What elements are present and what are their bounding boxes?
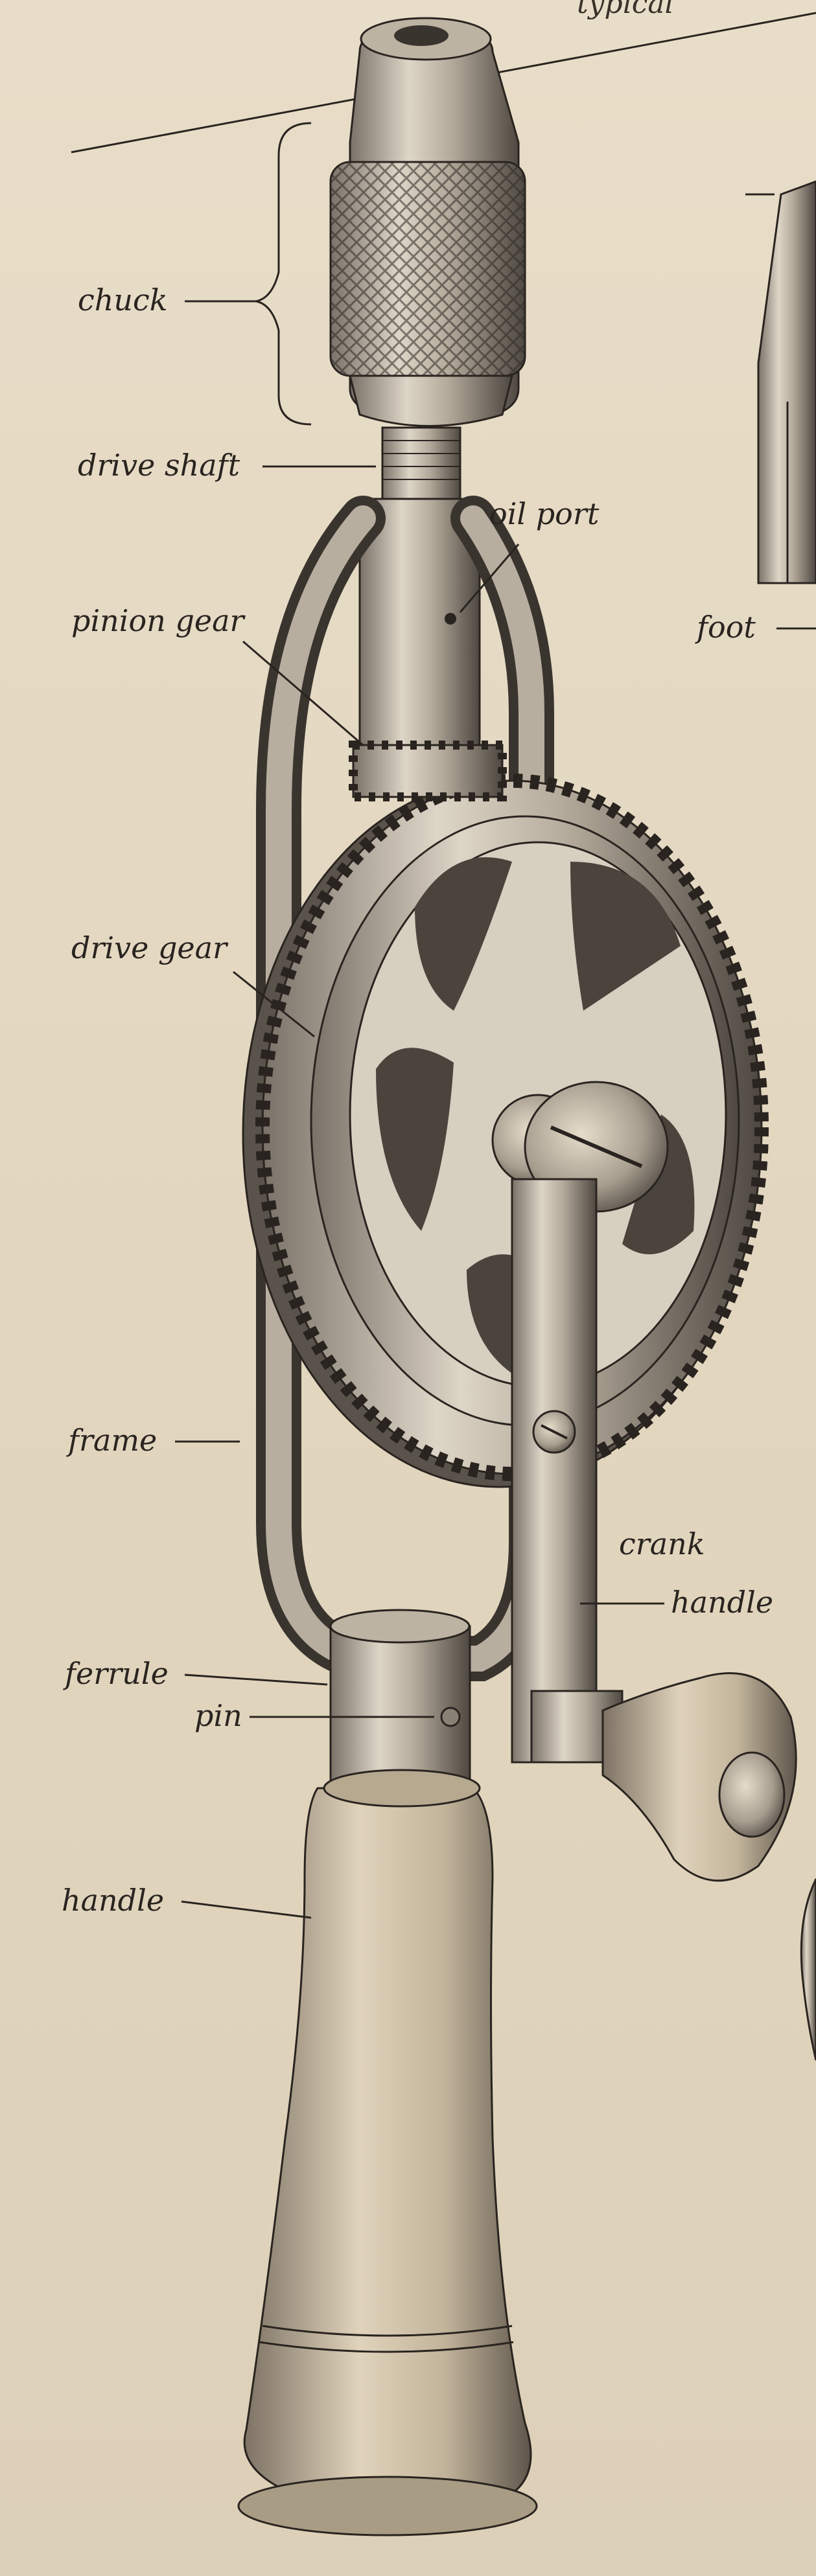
label-frame: frame (68, 1423, 157, 1458)
ferrule-leader (184, 1673, 328, 1686)
chuck-bracket (255, 122, 312, 426)
label-crank: crank (619, 1526, 705, 1561)
ferrule-drawing (329, 1609, 471, 1783)
leader-lines (175, 122, 816, 1919)
chuck-drawing (329, 17, 526, 427)
handle-leader (181, 1900, 312, 1919)
label-drive-gear: drive gear (71, 930, 227, 965)
drive-shaft-drawing (358, 426, 481, 759)
label-ferrule: ferrule (65, 1656, 169, 1691)
handle-drawing (237, 1769, 538, 2536)
label-oil-port: oil port (489, 496, 600, 531)
label-crank-handle: handle (671, 1585, 774, 1620)
header-partial-text: typical (577, 0, 674, 20)
label-pinion-gear: pinion gear (71, 603, 244, 638)
crank-drawing (511, 1081, 669, 1764)
label-chuck: chuck (78, 282, 168, 317)
crank-handle-knob-drawing (601, 1672, 797, 1882)
pinion-gear-leader (242, 640, 364, 746)
bit-foot-drawing (745, 180, 816, 584)
label-foot: foot (697, 610, 756, 645)
oil-port-leader (459, 544, 520, 613)
label-handle: handle (62, 1883, 165, 1918)
drive-gear-drawing (242, 774, 769, 1488)
pinion-gear-drawing (349, 741, 507, 801)
label-drive-shaft: drive shaft (78, 448, 240, 483)
partial-object-right (800, 1878, 816, 2061)
drive-gear-leader (233, 971, 315, 1038)
label-pin: pin (194, 1698, 242, 1733)
